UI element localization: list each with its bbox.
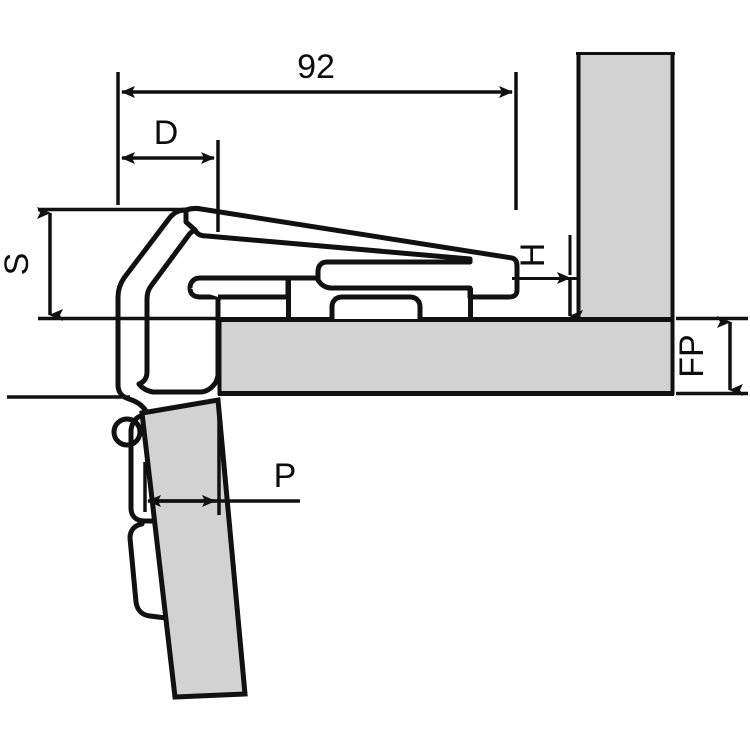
dim-label-92: 92 [297,48,335,86]
hinge-link-upper [136,373,221,395]
hinge-arm-inner-edge [136,227,198,387]
dim-label-D: D [154,114,179,152]
hinge-arm-body [183,205,520,300]
mounting-plate-body [187,275,291,300]
pivot-pin [111,416,143,448]
dimension-panel-thickness: FP [673,316,748,396]
cabinet-shelf [218,318,673,395]
dimension-drill-distance: D [121,114,220,232]
hinge-cup-lower-bracket [127,521,169,621]
dim-label-P: P [274,457,297,495]
dimension-mounting-height: H [512,235,583,322]
dimension-overall-length: 92 [116,48,518,210]
dimension-door-overlay: P [143,408,300,515]
hinge-arm-assembly [111,205,520,621]
adjustment-slot [329,294,423,319]
cabinet-assembly [217,52,675,396]
cabinet-side-panel [578,52,673,318]
hinge-link-outer [115,382,163,435]
dim-label-S: S [0,253,36,276]
dim-label-FP: FP [673,334,711,377]
hinge-cup-upper-bracket [128,412,155,524]
mounting-plate-left-step [187,287,221,319]
dim-label-H: H [514,243,552,268]
dimension-arm-rise: S [0,207,218,321]
